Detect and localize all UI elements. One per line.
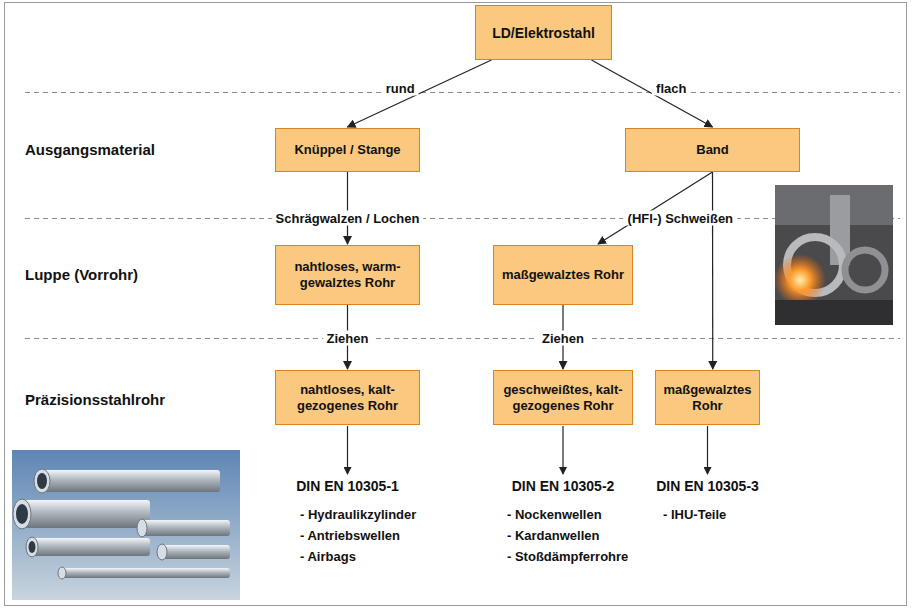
process-box: maßgewalztes Rohr — [655, 370, 760, 425]
weld-roll — [845, 250, 885, 290]
application-item: - IHU-Teile — [663, 507, 726, 522]
tube-bore — [16, 504, 28, 524]
welding-photo — [774, 185, 893, 325]
process-box: maßgewalztes Rohr — [493, 245, 633, 305]
tube-photo — [12, 450, 240, 600]
tube — [30, 538, 150, 556]
application-item: - Antriebswellen — [300, 528, 400, 543]
standard-label: DIN EN 10305-3 — [656, 478, 759, 494]
tube — [40, 470, 220, 492]
box-text: geschweißtes, kalt-gezogenes Rohr — [501, 382, 625, 414]
standard-arrows — [348, 426, 708, 474]
standard-label: DIN EN 10305-2 — [512, 478, 615, 494]
flow-arrow — [348, 60, 492, 127]
dashed-separator — [25, 92, 900, 93]
process-box: LD/Elektrostahl — [475, 5, 612, 60]
photo-ground — [775, 185, 893, 325]
flow-arrow — [347, 172, 348, 244]
application-item: - Stoßdämpferrohre — [507, 549, 628, 564]
box-text: Knüppel / Stange — [294, 142, 400, 158]
process-box: Band — [625, 128, 800, 172]
edge-label: Schrägwalzen / Lochen — [272, 211, 424, 226]
edge-label: flach — [652, 81, 690, 96]
tubes — [13, 469, 230, 579]
application-item: - Nockenwellen — [507, 507, 602, 522]
tube — [20, 500, 150, 528]
level-separators — [25, 93, 900, 339]
tube — [60, 568, 230, 578]
edge-label: Ziehen — [538, 331, 588, 346]
tube-end — [157, 544, 167, 560]
tube-bore — [37, 473, 47, 489]
edge-label: (HFI-) Schweißen — [624, 211, 737, 226]
level-label: Ausgangsmaterial — [25, 141, 155, 158]
tube-end — [26, 537, 38, 557]
down-arrow — [707, 426, 708, 474]
edge-label: Ziehen — [323, 331, 373, 346]
flow-arrow — [598, 172, 713, 244]
process-box: nahtloses, kalt-gezogenes Rohr — [275, 370, 420, 425]
standard-label: DIN EN 10305-1 — [296, 478, 399, 494]
dashed-separator — [25, 218, 900, 219]
level-label: Luppe (Vorrohr) — [25, 266, 138, 283]
application-item: - Hydraulikzylinder — [300, 507, 416, 522]
process-box: Knüppel / Stange — [275, 128, 420, 172]
outer-frame — [5, 3, 907, 606]
tube-end — [34, 469, 50, 493]
machine-base — [775, 300, 893, 325]
box-text: Band — [696, 142, 729, 158]
tube-end — [13, 499, 31, 529]
photo-ground — [12, 450, 240, 600]
tube-end — [137, 519, 147, 537]
tube-bore — [29, 541, 36, 553]
edge-label: rund — [382, 81, 419, 96]
box-text: nahtloses, warm-gewalztes Rohr — [283, 259, 412, 291]
box-text: LD/Elektrostahl — [492, 25, 595, 41]
box-text: maßgewalztes Rohr — [502, 267, 624, 283]
tube — [140, 520, 230, 536]
flow-arrow — [712, 172, 713, 369]
tube-end — [58, 567, 66, 579]
application-item: - Airbags — [300, 549, 356, 564]
down-arrow — [347, 426, 348, 474]
process-box: geschweißtes, kalt-gezogenes Rohr — [493, 370, 633, 425]
box-text: maßgewalztes Rohr — [663, 382, 752, 414]
weld-glow — [774, 254, 826, 306]
down-arrow — [562, 426, 563, 474]
process-box: nahtloses, warm-gewalztes Rohr — [275, 245, 420, 305]
application-item: - Kardanwellen — [507, 528, 599, 543]
dashed-separator — [25, 338, 900, 339]
tube — [160, 545, 230, 559]
box-text: nahtloses, kalt-gezogenes Rohr — [283, 382, 412, 414]
flow-arrow — [591, 60, 712, 127]
level-label: Präzisionsstahlrohr — [25, 391, 165, 408]
